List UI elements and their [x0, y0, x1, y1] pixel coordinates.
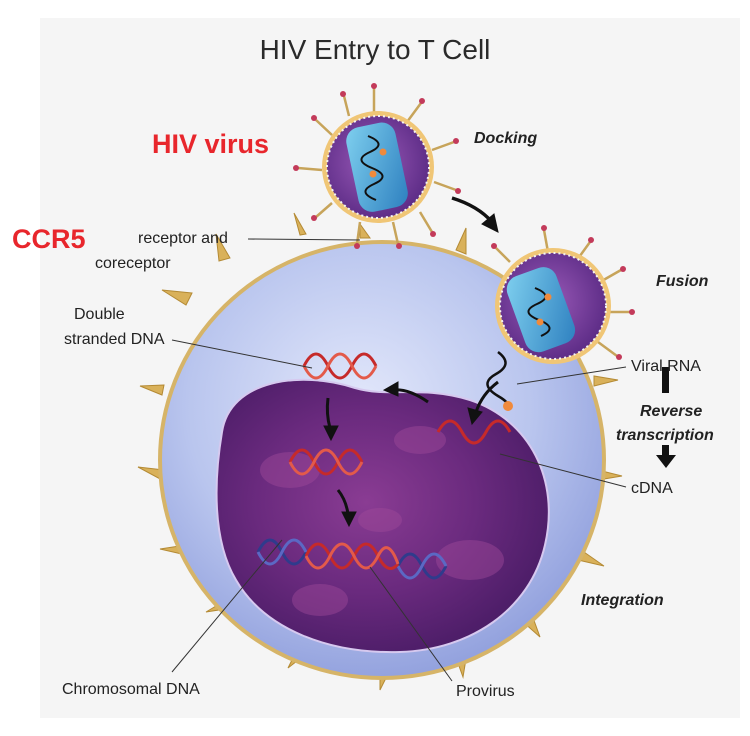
stage-reverse-line1: Reverse — [640, 403, 703, 420]
viral-rna-label: Viral RNA — [631, 358, 701, 375]
stage-integration: Integration — [581, 592, 664, 609]
receptor-label-line1: receptor and — [138, 230, 228, 247]
process-arrows — [323, 196, 676, 528]
dsdna-label-line1: Double — [74, 306, 125, 323]
diagram-title: HIV Entry to T Cell — [259, 34, 491, 65]
viral-enzyme — [503, 401, 513, 411]
leader-lines — [171, 238, 627, 682]
provirus-label: Provirus — [456, 683, 515, 700]
stage-docking: Docking — [474, 130, 538, 147]
cdna-strand — [436, 419, 512, 445]
double-stranded-dna — [302, 352, 378, 380]
nuclear-dna — [288, 448, 364, 476]
label-mask — [107, 226, 134, 252]
hiv-virus-docking — [293, 83, 461, 249]
nucleus — [215, 378, 550, 654]
hiv-virus-label: HIV virus — [152, 129, 270, 159]
nucleus-texture — [260, 426, 504, 616]
chromosomal-dna-label: Chromosomal DNA — [62, 681, 200, 698]
receptor-label-line2: coreceptor — [95, 255, 171, 272]
provirus-dna — [304, 542, 400, 570]
cdna-label: cDNA — [631, 480, 673, 497]
ccr5-label: CCR5 — [12, 224, 86, 254]
chromosomal-dna — [256, 538, 448, 580]
stage-reverse-line2: transcription — [616, 427, 714, 444]
stage-fusion: Fusion — [656, 273, 709, 290]
hiv-virus-fusion — [491, 225, 635, 364]
dsdna-label-line2: stranded DNA — [64, 331, 165, 348]
